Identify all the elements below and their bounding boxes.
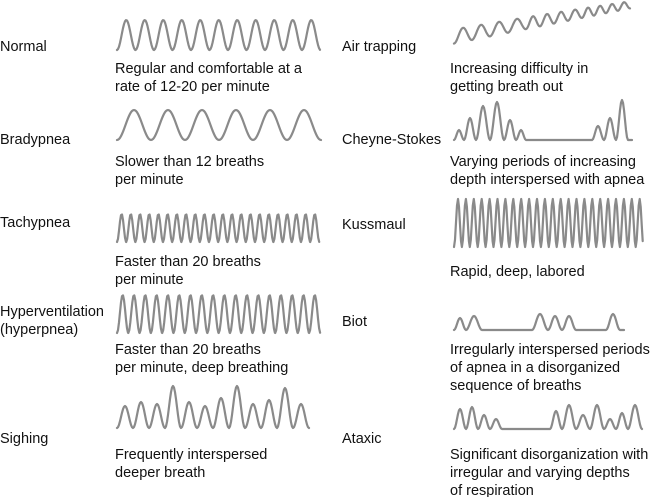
desc-line: of apnea in a disorganized <box>450 360 621 376</box>
pattern-label-biot: Biot <box>342 314 367 330</box>
pattern-desc-ataxic: Significant disorganization with irregula… <box>450 446 648 497</box>
pattern-desc-normal: Regular and comfortable at a rate of 12-2… <box>115 60 302 96</box>
waveform-line <box>115 213 321 244</box>
desc-line: Significant disorganization with <box>450 447 649 463</box>
pattern-label-ataxic: Ataxic <box>342 431 382 447</box>
waveform-normal <box>115 19 322 52</box>
desc-line: per minute, deep breathing <box>115 360 289 376</box>
pattern-label-normal: Normal <box>0 39 47 55</box>
pattern-desc-tachypnea: Faster than 20 breaths per minute <box>115 253 261 289</box>
pattern-desc-kussmaul: Rapid, deep, labored <box>450 263 585 281</box>
desc-line: deeper breath <box>115 465 206 481</box>
pattern-label-tachypnea: Tachypnea <box>0 215 71 231</box>
pattern-desc-cheyne-stokes: Varying periods of increasing depth inter… <box>450 153 644 189</box>
desc-line: of respiration <box>450 483 534 497</box>
waveform-line <box>115 108 323 142</box>
waveform-line <box>452 312 626 332</box>
waveform-line <box>452 197 644 249</box>
pattern-label-sighing: Sighing <box>0 431 49 447</box>
desc-line: Slower than 12 breaths <box>115 154 265 170</box>
pattern-label-hyperventilation: Hyperventilation (hyperpnea) <box>0 303 104 339</box>
waveform-line <box>115 19 322 52</box>
waveform-kussmaul <box>452 197 644 249</box>
pattern-desc-biot: Irregularly interspersed periods of apnea… <box>450 341 650 395</box>
pattern-desc-air-trapping: Increasing difficulty in getting breath o… <box>450 60 588 96</box>
desc-line: per minute <box>115 172 184 188</box>
desc-line: sequence of breaths <box>450 378 582 394</box>
waveform-tachypnea <box>115 213 321 244</box>
waveform-line <box>115 384 311 430</box>
waveform-hyperventilation <box>115 294 322 335</box>
pattern-label-air-trapping: Air trapping <box>342 39 417 55</box>
pattern-desc-bradypnea: Slower than 12 breaths per minute <box>115 153 264 189</box>
label-line: (hyperpnea) <box>0 322 79 338</box>
waveform-ataxic <box>452 403 644 431</box>
waveform-line <box>452 403 644 431</box>
waveform-bradypnea <box>115 108 323 142</box>
desc-line: Irregularly interspersed periods <box>450 342 650 358</box>
waveform-cheyne-stokes <box>452 98 634 142</box>
desc-line: Increasing difficulty in <box>450 61 589 77</box>
waveform-line <box>115 294 322 335</box>
waveform-line <box>452 98 634 142</box>
pattern-label-bradypnea: Bradypnea <box>0 132 71 148</box>
desc-line: getting breath out <box>450 79 563 95</box>
desc-line: Varying periods of increasing <box>450 154 636 170</box>
waveform-air-trapping <box>452 1 632 45</box>
desc-line: Faster than 20 breaths <box>115 254 261 270</box>
waveform-biot <box>452 312 626 332</box>
pattern-label-cheyne-stokes: Cheyne-Stokes <box>342 132 442 148</box>
desc-line: Rapid, deep, labored <box>450 264 585 280</box>
desc-line: Frequently interspersed <box>115 447 268 463</box>
desc-line: per minute <box>115 272 184 288</box>
desc-line: Faster than 20 breaths <box>115 342 261 358</box>
pattern-desc-sighing: Frequently interspersed deeper breath <box>115 446 267 482</box>
pattern-label-kussmaul: Kussmaul <box>342 217 406 233</box>
waveform-sighing <box>115 384 311 430</box>
desc-line: rate of 12-20 per minute <box>115 79 270 95</box>
label-line: Hyperventilation <box>0 304 104 320</box>
waveform-line <box>452 1 632 45</box>
desc-line: depth interspersed with apnea <box>450 172 645 188</box>
desc-line: Regular and comfortable at a <box>115 61 302 77</box>
desc-line: irregular and varying depths <box>450 465 630 481</box>
pattern-desc-hyperventilation: Faster than 20 breaths per minute, deep b… <box>115 341 288 377</box>
